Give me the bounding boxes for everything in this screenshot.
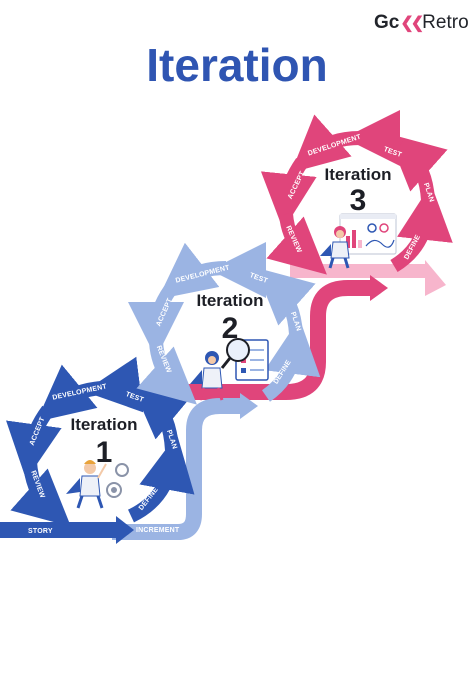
magnifier-icon [220,338,250,369]
tester-character-icon [190,351,224,401]
iteration-title-1: Iteration [70,415,137,434]
dashboard-icon [339,213,397,255]
story-label: STORY [28,528,53,535]
logo-text-retro: Retro [422,12,469,33]
developer-character-icon [66,460,107,509]
story-path: STORY [0,516,134,544]
analyst-character-icon [320,226,350,269]
iteration-cycle-2: DEFINE PLAN TEST DEVELOPMENT ACCEPT REVI… [128,242,321,405]
logo-text-gc: Gc [374,12,400,33]
iteration-title-3: Iteration [324,165,391,184]
iteration-number-3: 3 [350,184,367,217]
iteration-cycle-1: DEFINE PLAN TEST DEVELOPMENT ACCEPT REVI… [6,356,195,527]
gcretro-logo: Gc ❮❮ Retro [374,12,469,34]
increment-label-1: INCREMENT [136,527,180,534]
gear-icon [106,463,129,498]
increment-label-2: INCREMENT [276,404,320,411]
iteration-number-2: 2 [222,312,239,345]
iteration-number-1: 1 [96,436,113,469]
step-test-3: TEST [383,146,403,159]
iteration-title-2: Iteration [196,291,263,310]
page-title: Iteration [146,39,328,91]
iteration-cycle-3: DEFINE PLAN TEST DEVELOPMENT ACCEPT REVI… [260,110,453,275]
logo-chevron-icon: ❮❮ [400,15,424,32]
